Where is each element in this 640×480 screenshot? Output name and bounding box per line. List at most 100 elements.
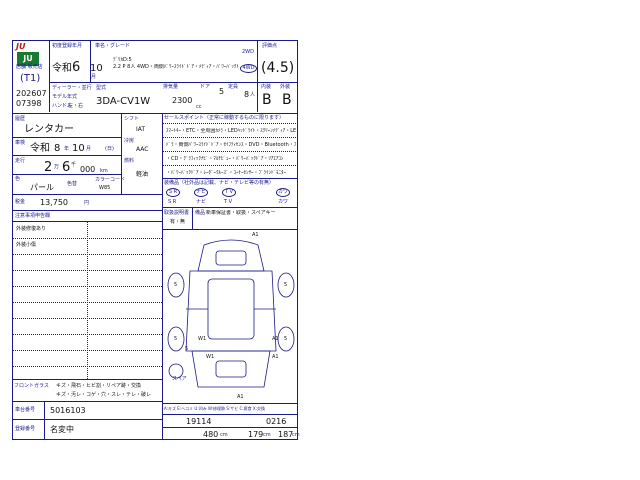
exterior-label: 外装 xyxy=(280,84,291,90)
drive-2wd: 2WD xyxy=(242,49,254,55)
first-reg-month-unit: 月 xyxy=(91,74,97,80)
inspection-day-label: (日) xyxy=(105,146,114,152)
vehicle-no-value: 5016103 xyxy=(50,406,86,415)
ju-logo-emblem-text: JU xyxy=(23,54,33,63)
inspection-era: 令和 xyxy=(30,143,50,154)
first-reg-year: 6 xyxy=(72,60,81,75)
dims-width-unit: cm xyxy=(263,432,271,438)
notes-col-rule xyxy=(87,222,88,379)
ac-value: AAC xyxy=(136,146,149,153)
car-rear-outline xyxy=(191,350,271,388)
car-body-outline xyxy=(185,270,277,352)
shift-label: シフト xyxy=(124,116,140,122)
lot-code: (T1) xyxy=(20,73,41,84)
ju-logo-tag: 店舗 販売店 xyxy=(16,64,43,70)
interior-label: 内装 xyxy=(261,84,272,90)
ju-logo-emblem: JU xyxy=(17,52,39,66)
first-reg-label: 初度登録年月 xyxy=(52,43,83,49)
mark-wheel-rr: 5 xyxy=(284,336,288,342)
color-code-label: カラーコード xyxy=(95,177,126,183)
drive-4wd-text: 4WD xyxy=(242,65,255,71)
equip-navi-sub: ナビ xyxy=(196,199,207,205)
equipment-title: 装備品 xyxy=(164,180,180,186)
lot-line2: 07398 xyxy=(16,99,42,108)
mileage-unit-c: km xyxy=(100,168,108,174)
reg-no-label: 登録番号 xyxy=(15,426,36,432)
inspection-unit-year: 年 xyxy=(64,146,70,152)
equip-tv: T V xyxy=(222,188,236,197)
interior-grade: B xyxy=(262,92,272,108)
displacement-label: 排気量 xyxy=(163,84,179,90)
equip-leather-text: カワ xyxy=(277,189,288,195)
car-front-outline xyxy=(197,239,265,272)
fuel-label: 燃料 xyxy=(124,158,135,164)
fuel-value: 軽油 xyxy=(136,171,149,178)
vehicle-name: ﾃﾞﾘｶD:5 xyxy=(113,57,132,63)
tax-divider xyxy=(12,210,162,211)
tax-label: 税金 xyxy=(15,199,26,205)
equip-navi-text: ナビ xyxy=(195,189,206,195)
sales-hline xyxy=(162,123,298,124)
notes-line-2: 外装小傷 xyxy=(16,242,37,248)
inspection-unit-month: 月 xyxy=(86,146,92,152)
car-windshield xyxy=(215,250,247,266)
wheel-rr xyxy=(277,326,295,352)
tax-value: 13,750 xyxy=(40,198,68,207)
row-sep-1 xyxy=(12,113,298,114)
notes-top-line xyxy=(12,221,162,222)
lot-line1: 202607 xyxy=(16,89,47,98)
sales-rule-3 xyxy=(162,165,298,166)
vehicle-grade-label: 車名・グレード xyxy=(95,43,131,49)
inspection-year: 8 xyxy=(54,143,61,154)
notes-grid xyxy=(12,222,162,379)
reg-no-value: 名変中 xyxy=(50,425,74,434)
mark-center-5: 5 xyxy=(185,346,189,352)
dims-height-unit: cm xyxy=(292,432,300,438)
rating-divider xyxy=(257,40,258,112)
mark-rear-w1: W1 xyxy=(206,354,215,360)
history-label: 履歴 xyxy=(15,116,26,122)
vno-bottom-line xyxy=(12,419,162,420)
drivetrain-col xyxy=(121,113,122,194)
sales-line-4: ・ﾊﾟﾜｰﾊﾞｯｸﾄﾞｱ・ﾚｰﾀﾞｰｸﾙｰｽﾞ・ｺｰﾅｰｾﾝｻｰ・ﾌﾞﾗｲﾝﾄﾞ… xyxy=(166,170,287,176)
equipment-note: （社外品は記載、ナビ・テレビ等の有無） xyxy=(179,180,275,186)
sales-points-note: （正常に稼動するものに限ります） xyxy=(204,115,285,121)
vehicle-no-label: 車台番号 xyxy=(15,407,36,413)
color-no-label: 色替 xyxy=(67,181,78,187)
vehicle-grade: 2.2 P 8人 4WD・両側ﾊﾟﾜｰｽﾗｲﾄﾞﾄﾞｱ・ﾒﾃﾞｨｱ・ﾊﾟﾜｰﾊﾞ… xyxy=(113,64,238,70)
model-type: 3DA-CV1W xyxy=(96,96,151,107)
mileage-b: 6 xyxy=(62,160,71,175)
mark-left-w1: W1 xyxy=(198,336,207,342)
sales-points-title: セールスポイント xyxy=(164,115,205,121)
sales-line-2: ﾄﾞﾗ・両側ﾊﾟﾜｰｽﾗｲﾄﾞﾄﾞｱ・ｾｲﾌﾃｨｾﾝｽ・DVD・Bluetoot… xyxy=(166,142,296,148)
car-roof xyxy=(207,278,255,340)
notes-line-1: 外装修復あり xyxy=(16,226,47,232)
mark-rear-a1: A1 xyxy=(237,394,244,400)
doors: 5 xyxy=(219,87,225,96)
history-divider-4 xyxy=(12,194,162,195)
dims-code2: 0216 xyxy=(266,417,287,426)
capacity: 8 xyxy=(244,90,250,99)
dims-width: 179 xyxy=(248,430,264,439)
handle-label: ハンドル xyxy=(52,103,73,109)
legend-top-line xyxy=(162,403,298,404)
dims-length: 480 xyxy=(203,430,219,439)
manual-label: 取扱説明書 xyxy=(164,210,190,216)
ju-logo-brand: JU xyxy=(16,42,26,51)
first-reg-era: 令和 xyxy=(52,63,72,74)
dealer-label: ディーラー・並行 xyxy=(52,85,92,91)
wheel-rl xyxy=(167,326,185,352)
wheel-fl xyxy=(167,272,185,298)
notes-label: 注意事項申告欄 xyxy=(15,213,51,219)
mileage-c: 000 xyxy=(80,165,96,174)
dims-height: 187 xyxy=(278,430,294,439)
ju-logo: JU JU xyxy=(14,42,48,68)
rating-hline xyxy=(257,82,298,83)
spare-tire-label: スペア xyxy=(172,376,187,382)
mark-rear-right-a1: A1 xyxy=(272,354,279,360)
equip-sr-text: S R xyxy=(168,189,178,195)
displacement: 2300 xyxy=(172,96,193,105)
sales-line-3: ・CD・ｸﾞﾗﾌｨｯｸﾅﾋﾞ・ﾏﾙﾁﾋﾞｭｰ・ﾊﾟﾜｰﾊﾞｯｸﾄﾞｱ・ﾘｱｴｱｺ… xyxy=(166,156,284,162)
mark-front-a1: A1 xyxy=(252,232,259,238)
equip-tv-sub: T V xyxy=(224,199,233,205)
